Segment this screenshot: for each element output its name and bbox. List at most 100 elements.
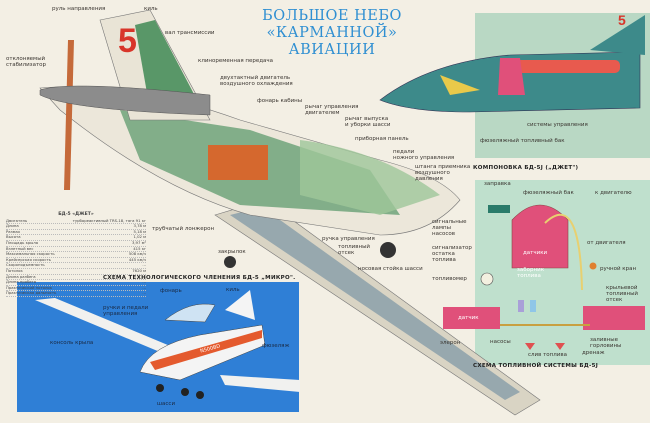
- jet-engine: [510, 60, 620, 73]
- label-instrument-panel: приборная панель: [355, 136, 409, 142]
- spec-key: Взлетный вес: [6, 245, 34, 251]
- spec-key: Площадь крыла: [6, 239, 39, 245]
- label-sensors: датчики: [523, 250, 548, 256]
- label-pump-lamps: сигнальные лампы насосов: [432, 219, 467, 237]
- spec-value: 3,97 м²: [131, 239, 146, 245]
- spec-value: 508 км/ч: [128, 251, 146, 257]
- label-filler-necks: заливные горловины: [590, 337, 622, 349]
- label-exploded-controls: ручки и педали управления: [103, 305, 149, 317]
- label-gear-lever: рычаг выпуска и уборки шасси: [345, 116, 391, 128]
- label-shaft: вал трансмиссии: [165, 30, 215, 36]
- label-nose-gear: носовая стойка шасси: [358, 266, 423, 272]
- exploded-fin: [225, 290, 255, 320]
- nose-wheel: [380, 242, 396, 258]
- label-fuel-bay: топливный отсек: [338, 244, 371, 256]
- spec-key: Практическая дальность: [6, 290, 57, 296]
- spec-key: Размах: [6, 228, 21, 234]
- jet-fuel-tank: [498, 58, 525, 95]
- label-intake: заборник топлива: [517, 267, 545, 279]
- page-title: БОЛЬШОЕ НЕБО «КАРМАННОЙ» АВИАЦИИ: [222, 8, 442, 59]
- label-pedals: педали ножного управления: [393, 149, 455, 161]
- spec-row: Потолок 7620 м: [6, 267, 146, 275]
- fuel-system-caption: СХЕМА ТОПЛИВНОЙ СИСТЕМЫ БД-5J: [473, 363, 599, 369]
- spec-key: Длина разбега: [6, 273, 36, 279]
- svg-text:5: 5: [618, 12, 626, 28]
- spec-row: Максимальная скорость 508 км/ч: [6, 252, 146, 258]
- spec-value: 445 км/ч: [128, 256, 146, 262]
- label-pitot: штанга приемника воздушного давления: [415, 164, 471, 182]
- label-canopy: фонарь кабины: [257, 98, 303, 104]
- label-low-fuel: сигнализатор остатка топлива: [432, 245, 472, 263]
- spec-value: ...: [142, 262, 146, 268]
- label-fin: киль: [144, 6, 158, 12]
- spec-row: Взлетный вес 415 кг: [6, 245, 146, 253]
- right-wing-tank: [583, 306, 645, 330]
- spec-row: Длина разбега...: [6, 273, 146, 281]
- label-exploded-gear: шасси: [157, 401, 176, 407]
- label-drain: слив топлива: [528, 352, 567, 358]
- propeller: [64, 40, 74, 190]
- label-jet-fuel-tank: фюзеляжный топливный бак: [480, 138, 565, 144]
- jet-layout-caption: КОМПОНОВКА БД-5J („ДЖЕТ"): [473, 165, 579, 171]
- label-exploded-fuselage: фюзеляж: [262, 343, 290, 349]
- exploded-caption: СХЕМА ТЕХНОЛОГИЧЕСКОГО ЧЛЕНЕНИЯ БД-5 „МИ…: [103, 275, 296, 281]
- label-aileron: элерон: [440, 340, 461, 346]
- spec-row: Скороподъемность...: [6, 263, 146, 269]
- spec-row: Площадь крыла 3,97 м²: [6, 239, 146, 247]
- label-wing-tank: крыльевой топливный отсек: [606, 285, 639, 303]
- label-pumps: насосы: [490, 339, 511, 345]
- spec-row: Длина пробега...: [6, 280, 146, 286]
- spec-key: Скороподъемность: [6, 262, 45, 268]
- label-exploded-fin: киль: [226, 287, 240, 293]
- spec-value: 3,78 м: [133, 223, 146, 229]
- label-exploded-wing: консоль крыла: [50, 340, 94, 346]
- spec-value: 415 кг: [133, 245, 146, 251]
- spec-row: Длина 3,78 м: [6, 224, 146, 230]
- spec-value: ...: [142, 284, 146, 290]
- spec-key: Практический потолок: [6, 284, 53, 290]
- fuselage-tank: [511, 204, 569, 269]
- label-valve: ручной кран: [600, 266, 637, 272]
- label-to-engine: к двигателю: [595, 190, 632, 196]
- label-engine: двухтактный двигатель воздушного охлажде…: [220, 75, 293, 87]
- spec-row: Практический потолок...: [6, 284, 146, 292]
- spec-key: Двигатель: [6, 217, 28, 223]
- spec-value: ...: [142, 279, 146, 285]
- label-jet-controls: системы управления: [527, 122, 588, 128]
- label-stabilizer: отклоняемый стабилизатор: [6, 56, 47, 68]
- fuel-gauge: [480, 272, 494, 286]
- label-rudder: руль направления: [52, 6, 106, 12]
- spec-key: Длина пробега: [6, 279, 37, 285]
- engine: [208, 145, 268, 180]
- label-filler: заправка: [484, 181, 511, 187]
- shaft: [39, 85, 211, 116]
- spec-heading: БД-5 «ДЖЕТ»: [58, 212, 94, 217]
- label-belt-drive: клиноременная передача: [198, 58, 274, 64]
- label-from-engine: от двигателя: [587, 240, 626, 246]
- spec-value: 5,18 м: [133, 228, 146, 234]
- spec-row: Размах 5,18 м: [6, 228, 146, 236]
- spec-value: 7620 м: [132, 267, 146, 273]
- title-line-2: «КАРМАННОЙ» АВИАЦИИ: [266, 25, 398, 58]
- spec-key: Потолок: [6, 267, 23, 273]
- label-exploded-canopy: фонарь: [160, 288, 182, 294]
- label-vent: дренаж: [582, 350, 605, 356]
- cockpit: [300, 140, 440, 215]
- label-stick: ручка управления: [322, 236, 375, 242]
- title-line-1: БОЛЬШОЕ НЕБО: [262, 8, 402, 24]
- spec-row: Практическая дальность...: [6, 291, 146, 297]
- label-sensor: датчик: [458, 315, 479, 321]
- spec-key: Высота: [6, 234, 21, 240]
- left-wing-tank: [443, 307, 500, 329]
- spec-key: Крейсерская скорость: [6, 256, 51, 262]
- spec-value: ...: [142, 273, 146, 279]
- spec-key: Максимальная скорость: [6, 251, 55, 257]
- filler: [488, 205, 510, 213]
- spec-key: Длина: [6, 223, 19, 229]
- spec-value: ...: [142, 290, 146, 296]
- wing-panel: [35, 298, 175, 352]
- label-throttle: рычаг управления двигателем: [305, 104, 359, 116]
